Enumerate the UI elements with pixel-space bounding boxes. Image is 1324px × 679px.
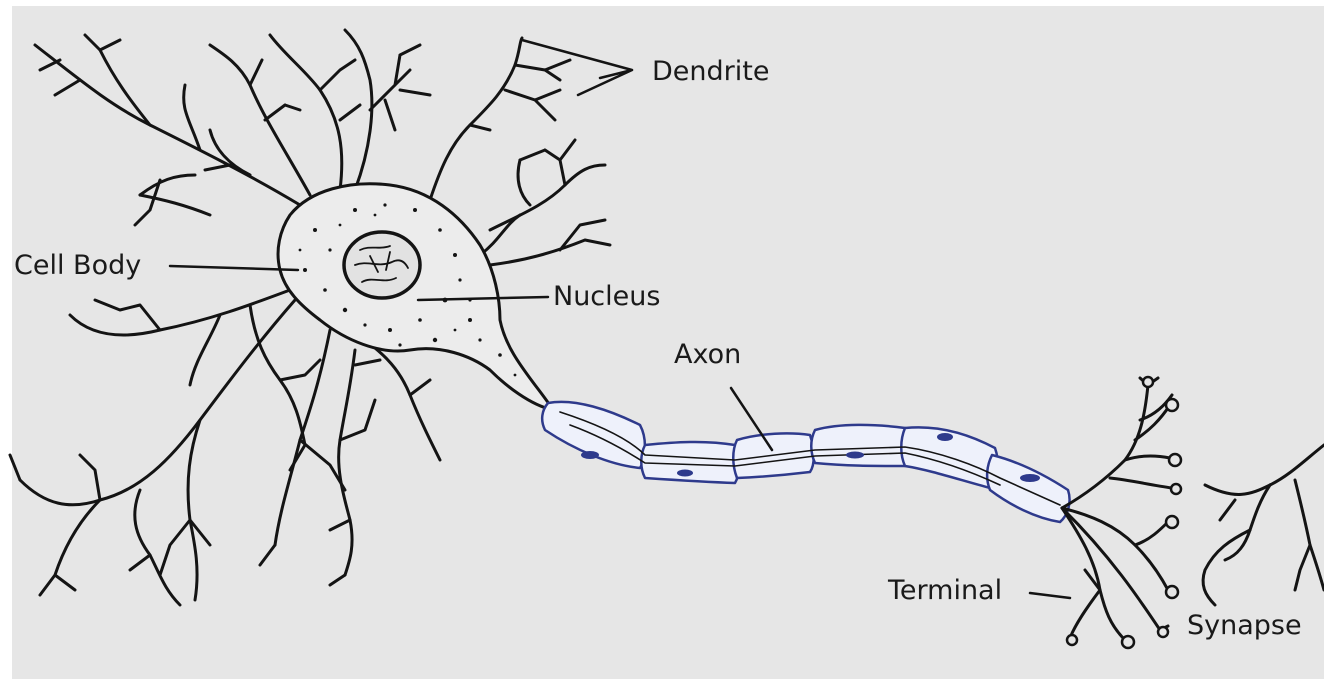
leader-lines xyxy=(170,40,1070,598)
terminal-buttons xyxy=(1067,377,1181,648)
axon-terminal xyxy=(1062,378,1172,640)
label-axon: Axon xyxy=(674,341,741,368)
label-dendrite: Dendrite xyxy=(652,58,769,85)
label-nucleus: Nucleus xyxy=(553,283,660,310)
label-synapse: Synapse xyxy=(1187,612,1302,639)
myelin-segment xyxy=(811,425,909,466)
myelin-segment xyxy=(987,455,1069,522)
label-terminal: Terminal xyxy=(888,577,1002,604)
postsynaptic-dendrites xyxy=(1203,445,1324,605)
terminal-leader xyxy=(1030,593,1070,598)
label-cell-body: Cell Body xyxy=(14,252,141,279)
axon xyxy=(542,402,1069,522)
myelin-segment xyxy=(641,442,739,483)
